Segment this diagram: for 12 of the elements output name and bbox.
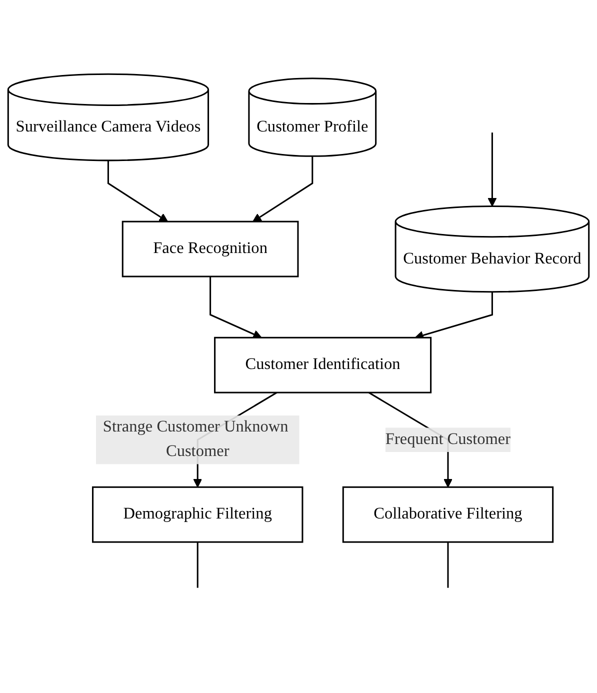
- arrow: [488, 132, 497, 207]
- node-box: Customer Identification: [214, 337, 432, 394]
- node-box: Collaborative Filtering: [342, 486, 554, 544]
- arrow: [107, 160, 168, 222]
- edge-label: Strange Customer Unknown Customer: [102, 418, 288, 460]
- node-box: Demographic Filtering: [92, 486, 304, 544]
- node-box: Face Recognition: [122, 221, 299, 278]
- connector: [447, 542, 449, 588]
- connector: [196, 542, 198, 588]
- edge-label: Frequent Customer: [385, 430, 511, 448]
- arrow: [252, 156, 314, 222]
- arrow: [210, 276, 262, 339]
